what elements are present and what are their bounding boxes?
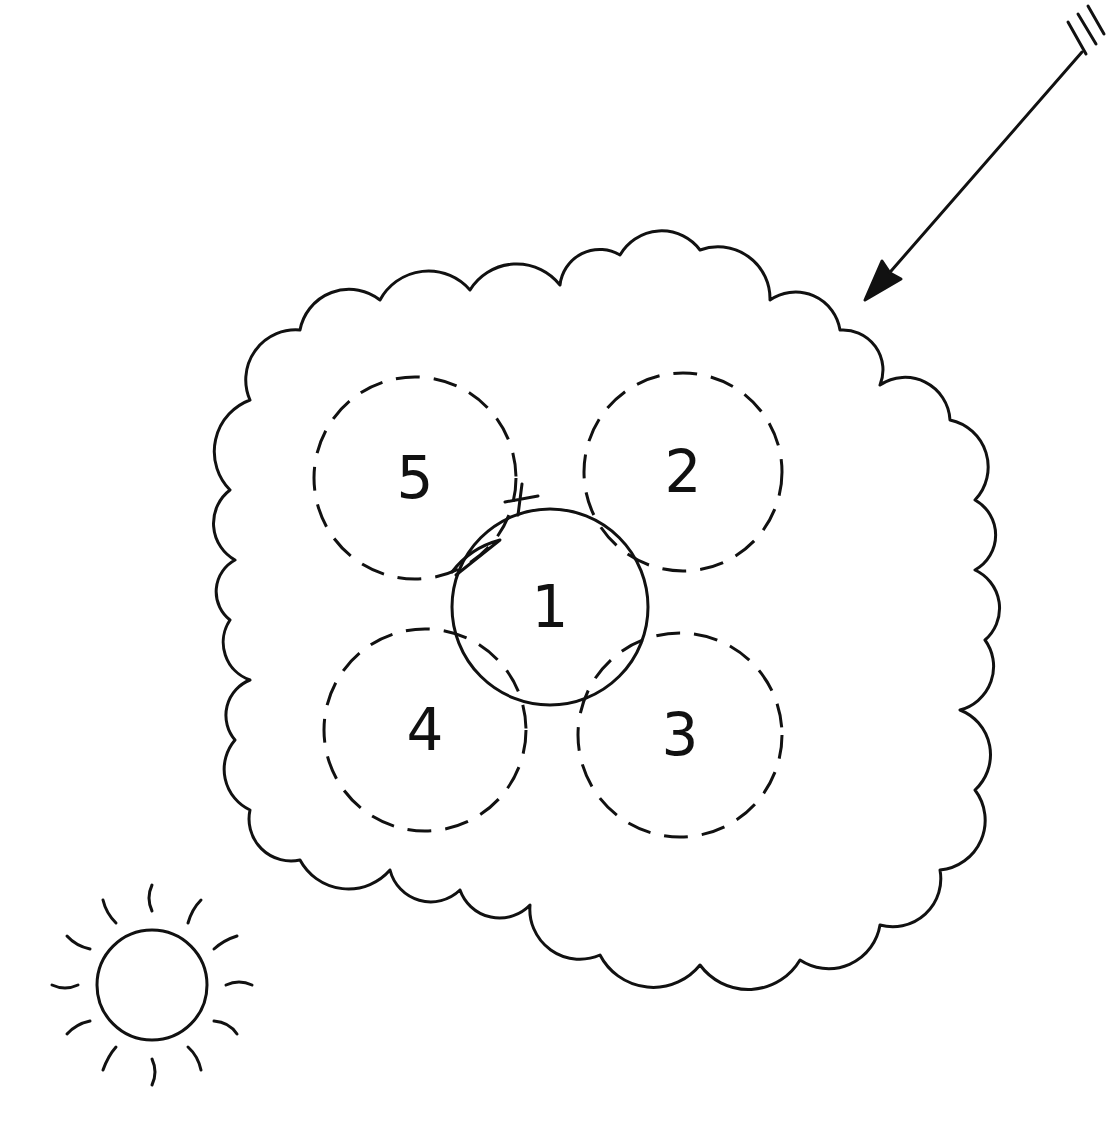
callout-number: 3 [662, 706, 699, 764]
sun-symbol [52, 885, 252, 1085]
callout-number: 5 [397, 449, 434, 507]
dashed-circle: 4 [322, 627, 528, 833]
callout-number: 2 [665, 443, 702, 501]
callout-number: 4 [407, 701, 444, 759]
circle-line [314, 377, 516, 579]
wind-arrow [865, 6, 1104, 300]
cloud-outline [214, 231, 1000, 990]
dashed-circle: 1 [450, 507, 650, 707]
circle-line [452, 509, 648, 705]
circle-line [324, 629, 526, 831]
dashed-circle: 2 [582, 371, 784, 573]
dashed-circle: 3 [576, 631, 784, 839]
circle-line [584, 373, 782, 571]
dashed-circle: 5 [312, 375, 518, 581]
callout-number: 1 [532, 578, 569, 636]
circle-line [578, 633, 782, 837]
